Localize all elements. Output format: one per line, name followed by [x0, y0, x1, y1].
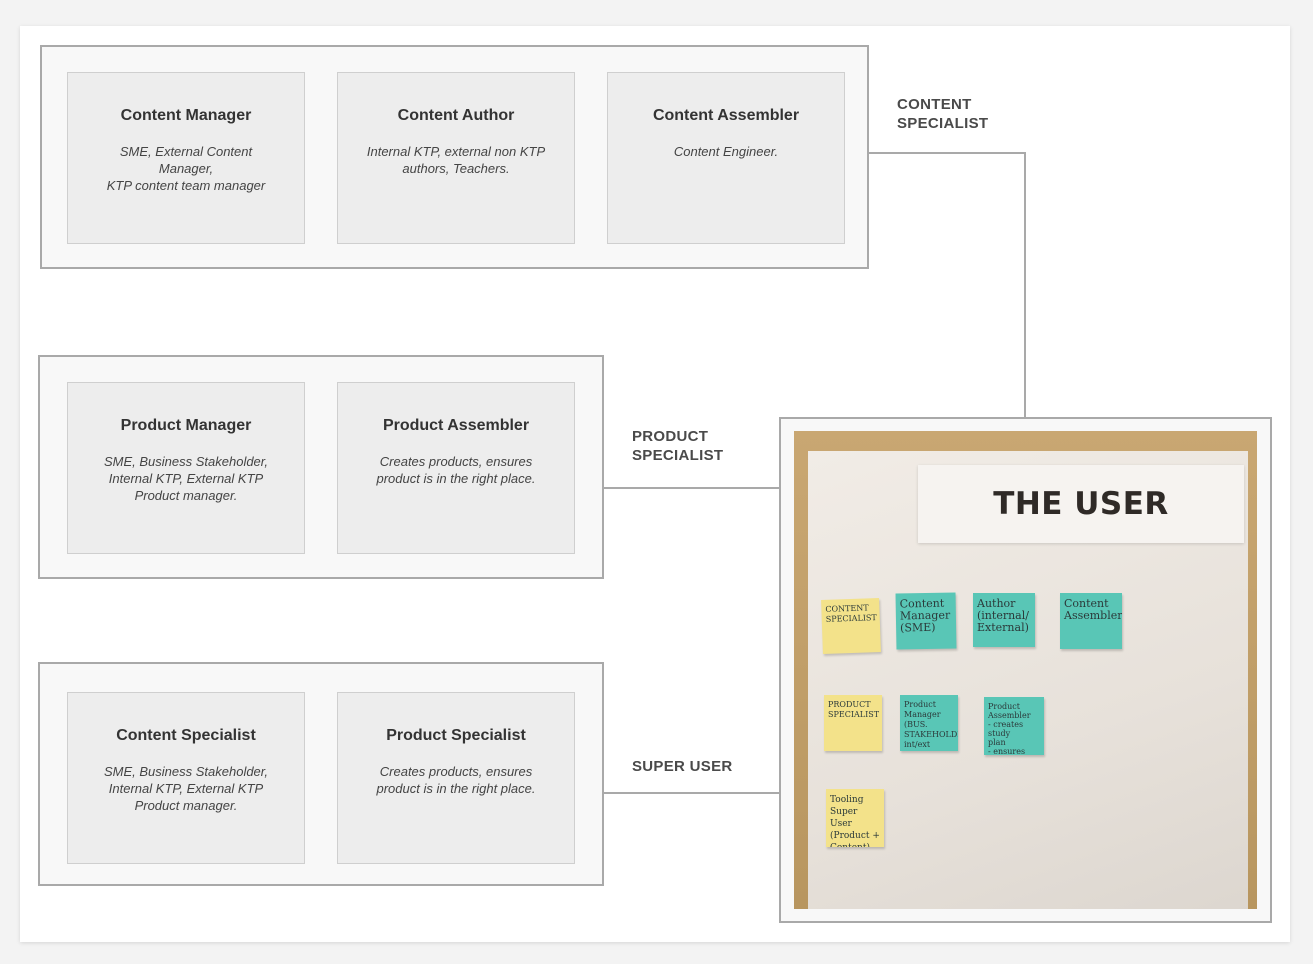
- card-content-author: Content Author Internal KTP, external no…: [337, 72, 575, 244]
- card-content-specialist: Content Specialist SME, Business Stakeho…: [67, 692, 305, 864]
- content-specialist-group: Content Manager SME, External Content Ma…: [40, 45, 869, 269]
- card-description: SME, External Content Manager, KTP conte…: [106, 144, 266, 193]
- label-product-specialist: PRODUCT SPECIALIST: [632, 428, 724, 464]
- product-specialist-group: Product Manager SME, Business Stakeholde…: [38, 355, 604, 579]
- card-product-assembler: Product Assembler Creates products, ensu…: [337, 382, 575, 554]
- card-content-assembler: Content Assembler Content Engineer.: [607, 72, 845, 244]
- card-title: Content Specialist: [116, 727, 256, 744]
- card-description: Creates products, ensures product is in …: [376, 454, 536, 486]
- sticky-note-product-manager: Product Manager (BUS. STAKEHOLDER) int/e…: [900, 695, 958, 751]
- card-title: Product Assembler: [382, 417, 530, 434]
- label-content-specialist: CONTENT SPECIALIST: [897, 96, 989, 132]
- card-description: SME, Business Stakeholder, Internal KTP,…: [103, 454, 269, 503]
- sticky-note-author: Author (internal/ External): [973, 593, 1035, 647]
- paper-sheet: THE USER CONTENT SPECIALIST Content Mana…: [808, 451, 1248, 909]
- sticky-note-content-manager: Content Manager (SME): [895, 592, 957, 650]
- sticky-note-tooling-super-user: Tooling Super User (Product + Content): [826, 789, 884, 847]
- card-title: Content Assembler: [652, 107, 800, 124]
- sticky-note-product-specialist: PRODUCT SPECIALIST: [824, 695, 882, 751]
- card-description: Internal KTP, external non KTP authors, …: [366, 144, 546, 176]
- photo-frame: THE USER CONTENT SPECIALIST Content Mana…: [779, 417, 1272, 923]
- connector-content: [869, 152, 1026, 417]
- card-title: Product Manager: [120, 417, 252, 434]
- card-product-manager: Product Manager SME, Business Stakeholde…: [67, 382, 305, 554]
- card-description: SME, Business Stakeholder, Internal KTP,…: [103, 764, 269, 813]
- card-title: Content Author: [397, 107, 515, 124]
- sticky-note-content-specialist: CONTENT SPECIALIST: [821, 598, 881, 654]
- sticky-note-content-assembler: Content Assembler: [1060, 593, 1122, 649]
- card-description: Creates products, ensures product is in …: [376, 764, 536, 796]
- whiteboard-photo: THE USER CONTENT SPECIALIST Content Mana…: [794, 431, 1257, 909]
- card-description: Content Engineer.: [673, 144, 779, 159]
- super-user-group: Content Specialist SME, Business Stakeho…: [38, 662, 604, 886]
- sticky-note-product-assembler: Product Assembler - creates study plan -…: [984, 697, 1044, 755]
- card-content-manager: Content Manager SME, External Content Ma…: [67, 72, 305, 244]
- card-title: Content Manager: [120, 107, 252, 124]
- label-super-user: SUPER USER: [632, 758, 733, 775]
- card-product-specialist: Product Specialist Creates products, ens…: [337, 692, 575, 864]
- card-title: Product Specialist: [386, 727, 526, 744]
- the-user-banner: THE USER: [918, 465, 1244, 543]
